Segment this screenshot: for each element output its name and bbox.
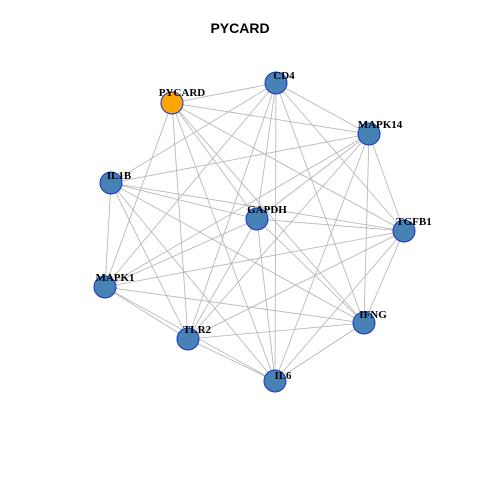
edge-tgfb1-il6 <box>274 230 405 382</box>
edge-mapk14-tgfb1 <box>368 133 405 232</box>
edge-layer <box>104 82 405 382</box>
edge-pycard-il6 <box>171 102 276 382</box>
edge-tlr2-il6 <box>187 338 276 382</box>
edge-tgfb1-tlr2 <box>187 230 405 340</box>
edge-pycard-tgfb1 <box>171 102 405 232</box>
edge-gapdh-tlr2 <box>187 218 258 340</box>
edge-gapdh-mapk1 <box>104 218 258 288</box>
edge-mapk14-il1b <box>110 133 370 184</box>
node-label-mapk1: MAPK1 <box>95 272 134 284</box>
node-label-tlr2: TLR2 <box>183 324 212 336</box>
node-label-ifng: IFNG <box>359 309 387 321</box>
node-ifng[interactable] <box>352 311 376 335</box>
node-label-gapdh: GAPDH <box>247 204 287 216</box>
edge-mapk1-tlr2 <box>104 286 189 340</box>
edge-gapdh-ifng <box>256 218 365 324</box>
edge-cd4-ifng <box>275 82 365 324</box>
edge-tgfb1-ifng <box>363 230 405 324</box>
edge-pycard-ifng <box>171 102 365 324</box>
edge-mapk14-mapk1 <box>104 133 370 288</box>
edge-cd4-gapdh <box>256 82 277 220</box>
edge-mapk14-il6 <box>274 133 370 382</box>
edge-gapdh-tgfb1 <box>256 218 405 232</box>
edge-il1b-gapdh <box>110 182 258 220</box>
edge-cd4-mapk14 <box>275 82 370 135</box>
edge-cd4-tlr2 <box>187 82 277 340</box>
edge-mapk1-ifng <box>104 286 365 324</box>
node-label-pycard: PYCARD <box>159 87 205 99</box>
graph-title: PYCARD <box>210 20 270 36</box>
node-pycard[interactable] <box>160 91 184 115</box>
edge-il1b-il6 <box>110 182 276 382</box>
edge-pycard-mapk1 <box>104 102 173 288</box>
edge-pycard-cd4 <box>171 82 277 104</box>
edge-mapk14-gapdh <box>256 133 370 220</box>
node-label-tgfb1: TGFB1 <box>396 216 431 228</box>
node-cd4[interactable] <box>264 71 288 95</box>
edge-mapk14-ifng <box>363 133 370 324</box>
node-tlr2[interactable] <box>176 327 200 351</box>
edge-pycard-gapdh <box>171 102 258 220</box>
edge-il1b-mapk1 <box>104 182 112 288</box>
node-label-il1b: IL1B <box>107 170 132 182</box>
node-mapk14[interactable] <box>357 122 381 146</box>
node-mapk1[interactable] <box>93 275 117 299</box>
node-label-il6: IL6 <box>274 370 292 382</box>
edge-il1b-tgfb1 <box>110 182 405 232</box>
node-gapdh[interactable] <box>245 207 269 231</box>
edge-pycard-mapk14 <box>171 102 370 135</box>
edge-ifng-il6 <box>274 322 365 382</box>
edge-mapk14-tlr2 <box>187 133 370 340</box>
node-tgfb1[interactable] <box>392 219 416 243</box>
edge-cd4-tgfb1 <box>275 82 405 232</box>
node-il6[interactable] <box>263 369 287 393</box>
node-label-mapk14: MAPK14 <box>358 119 403 131</box>
edge-tgfb1-mapk1 <box>104 230 405 288</box>
edge-ifng-tlr2 <box>187 322 365 340</box>
edge-cd4-il1b <box>110 82 277 184</box>
edge-il1b-tlr2 <box>110 182 189 340</box>
node-layer <box>93 71 416 393</box>
edge-cd4-mapk1 <box>104 82 277 288</box>
node-label-cd4: CD4 <box>273 70 295 82</box>
edge-cd4-il6 <box>274 82 277 382</box>
node-il1b[interactable] <box>99 171 123 195</box>
